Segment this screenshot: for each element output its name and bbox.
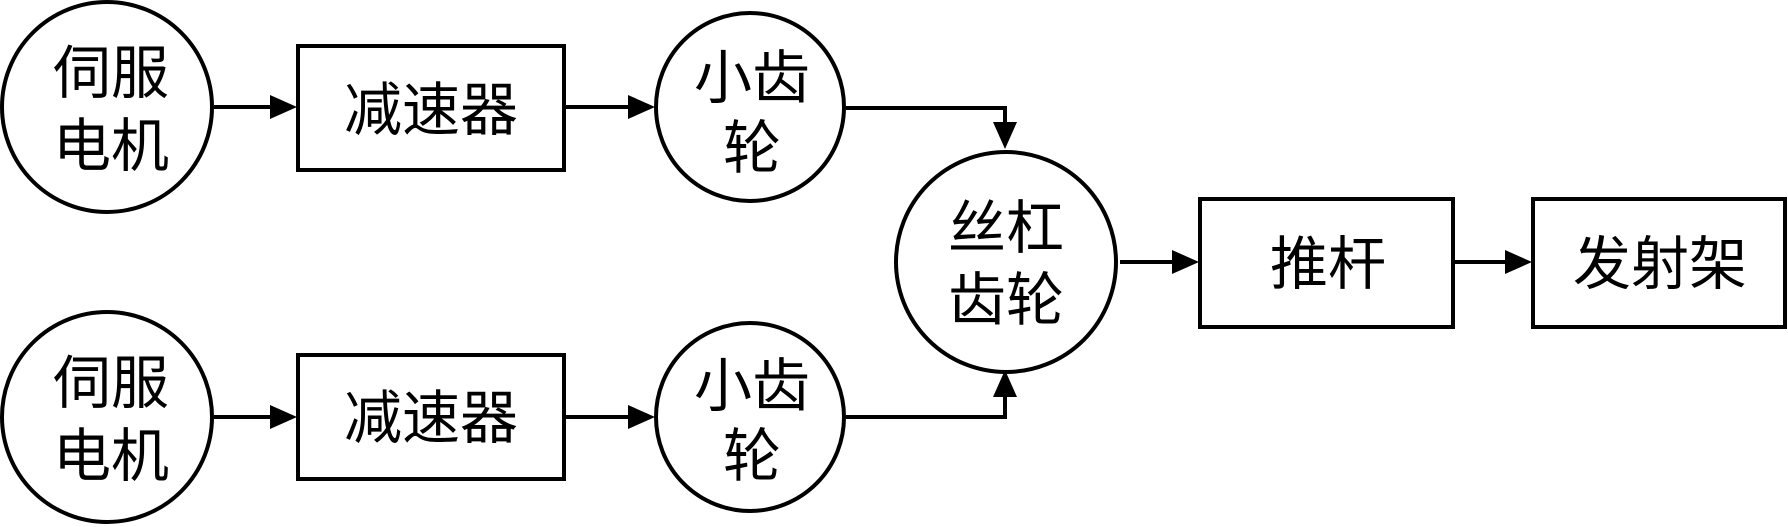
reducer-top-label: 减速器 [344, 76, 518, 144]
node-reducer-bottom: 减速器 [296, 353, 566, 481]
node-pinion-top: 小齿 轮 [654, 11, 846, 203]
pinion-bottom-label-line2: 轮 [723, 422, 781, 490]
node-push-rod: 推杆 [1198, 197, 1455, 329]
arrow-screw-gear-to-push-rod [1120, 250, 1199, 274]
arrow-pinion-bottom-to-screw-gear [846, 370, 1017, 419]
screw-gear-label-line1: 丝杠 [948, 194, 1064, 262]
arrow-motor-bottom-to-reducer-bottom [214, 405, 297, 429]
node-motor-bottom: 伺服 电机 [0, 310, 214, 524]
pinion-top-label-line1: 小齿 [694, 44, 810, 112]
node-screw-gear: 丝杠 齿轮 [894, 150, 1118, 374]
arrow-pinion-top-to-screw-gear [846, 106, 1017, 149]
screw-gear-label-line2: 齿轮 [948, 266, 1064, 334]
arrow-reducer-bottom-to-pinion-bottom [564, 405, 655, 429]
arrow-reducer-top-to-pinion-top [564, 95, 655, 119]
node-reducer-top: 减速器 [296, 44, 566, 172]
motor-top-label-line1: 伺服 [53, 39, 169, 107]
motor-bottom-label-line2: 电机 [53, 422, 169, 490]
node-launcher: 发射架 [1531, 197, 1787, 329]
push-rod-label: 推杆 [1270, 230, 1386, 298]
arrow-push-rod-to-launcher [1453, 250, 1532, 274]
pinion-bottom-label-line1: 小齿 [694, 352, 810, 420]
connectors [214, 95, 1532, 429]
node-motor-top: 伺服 电机 [0, 0, 214, 214]
motor-bottom-label-line1: 伺服 [53, 349, 169, 417]
arrow-motor-top-to-reducer-top [214, 95, 297, 119]
node-pinion-bottom: 小齿 轮 [654, 321, 846, 513]
reducer-bottom-label: 减速器 [344, 384, 518, 452]
launcher-label: 发射架 [1573, 230, 1747, 298]
motor-top-label-line2: 电机 [53, 112, 169, 180]
pinion-top-label-line2: 轮 [723, 114, 781, 182]
